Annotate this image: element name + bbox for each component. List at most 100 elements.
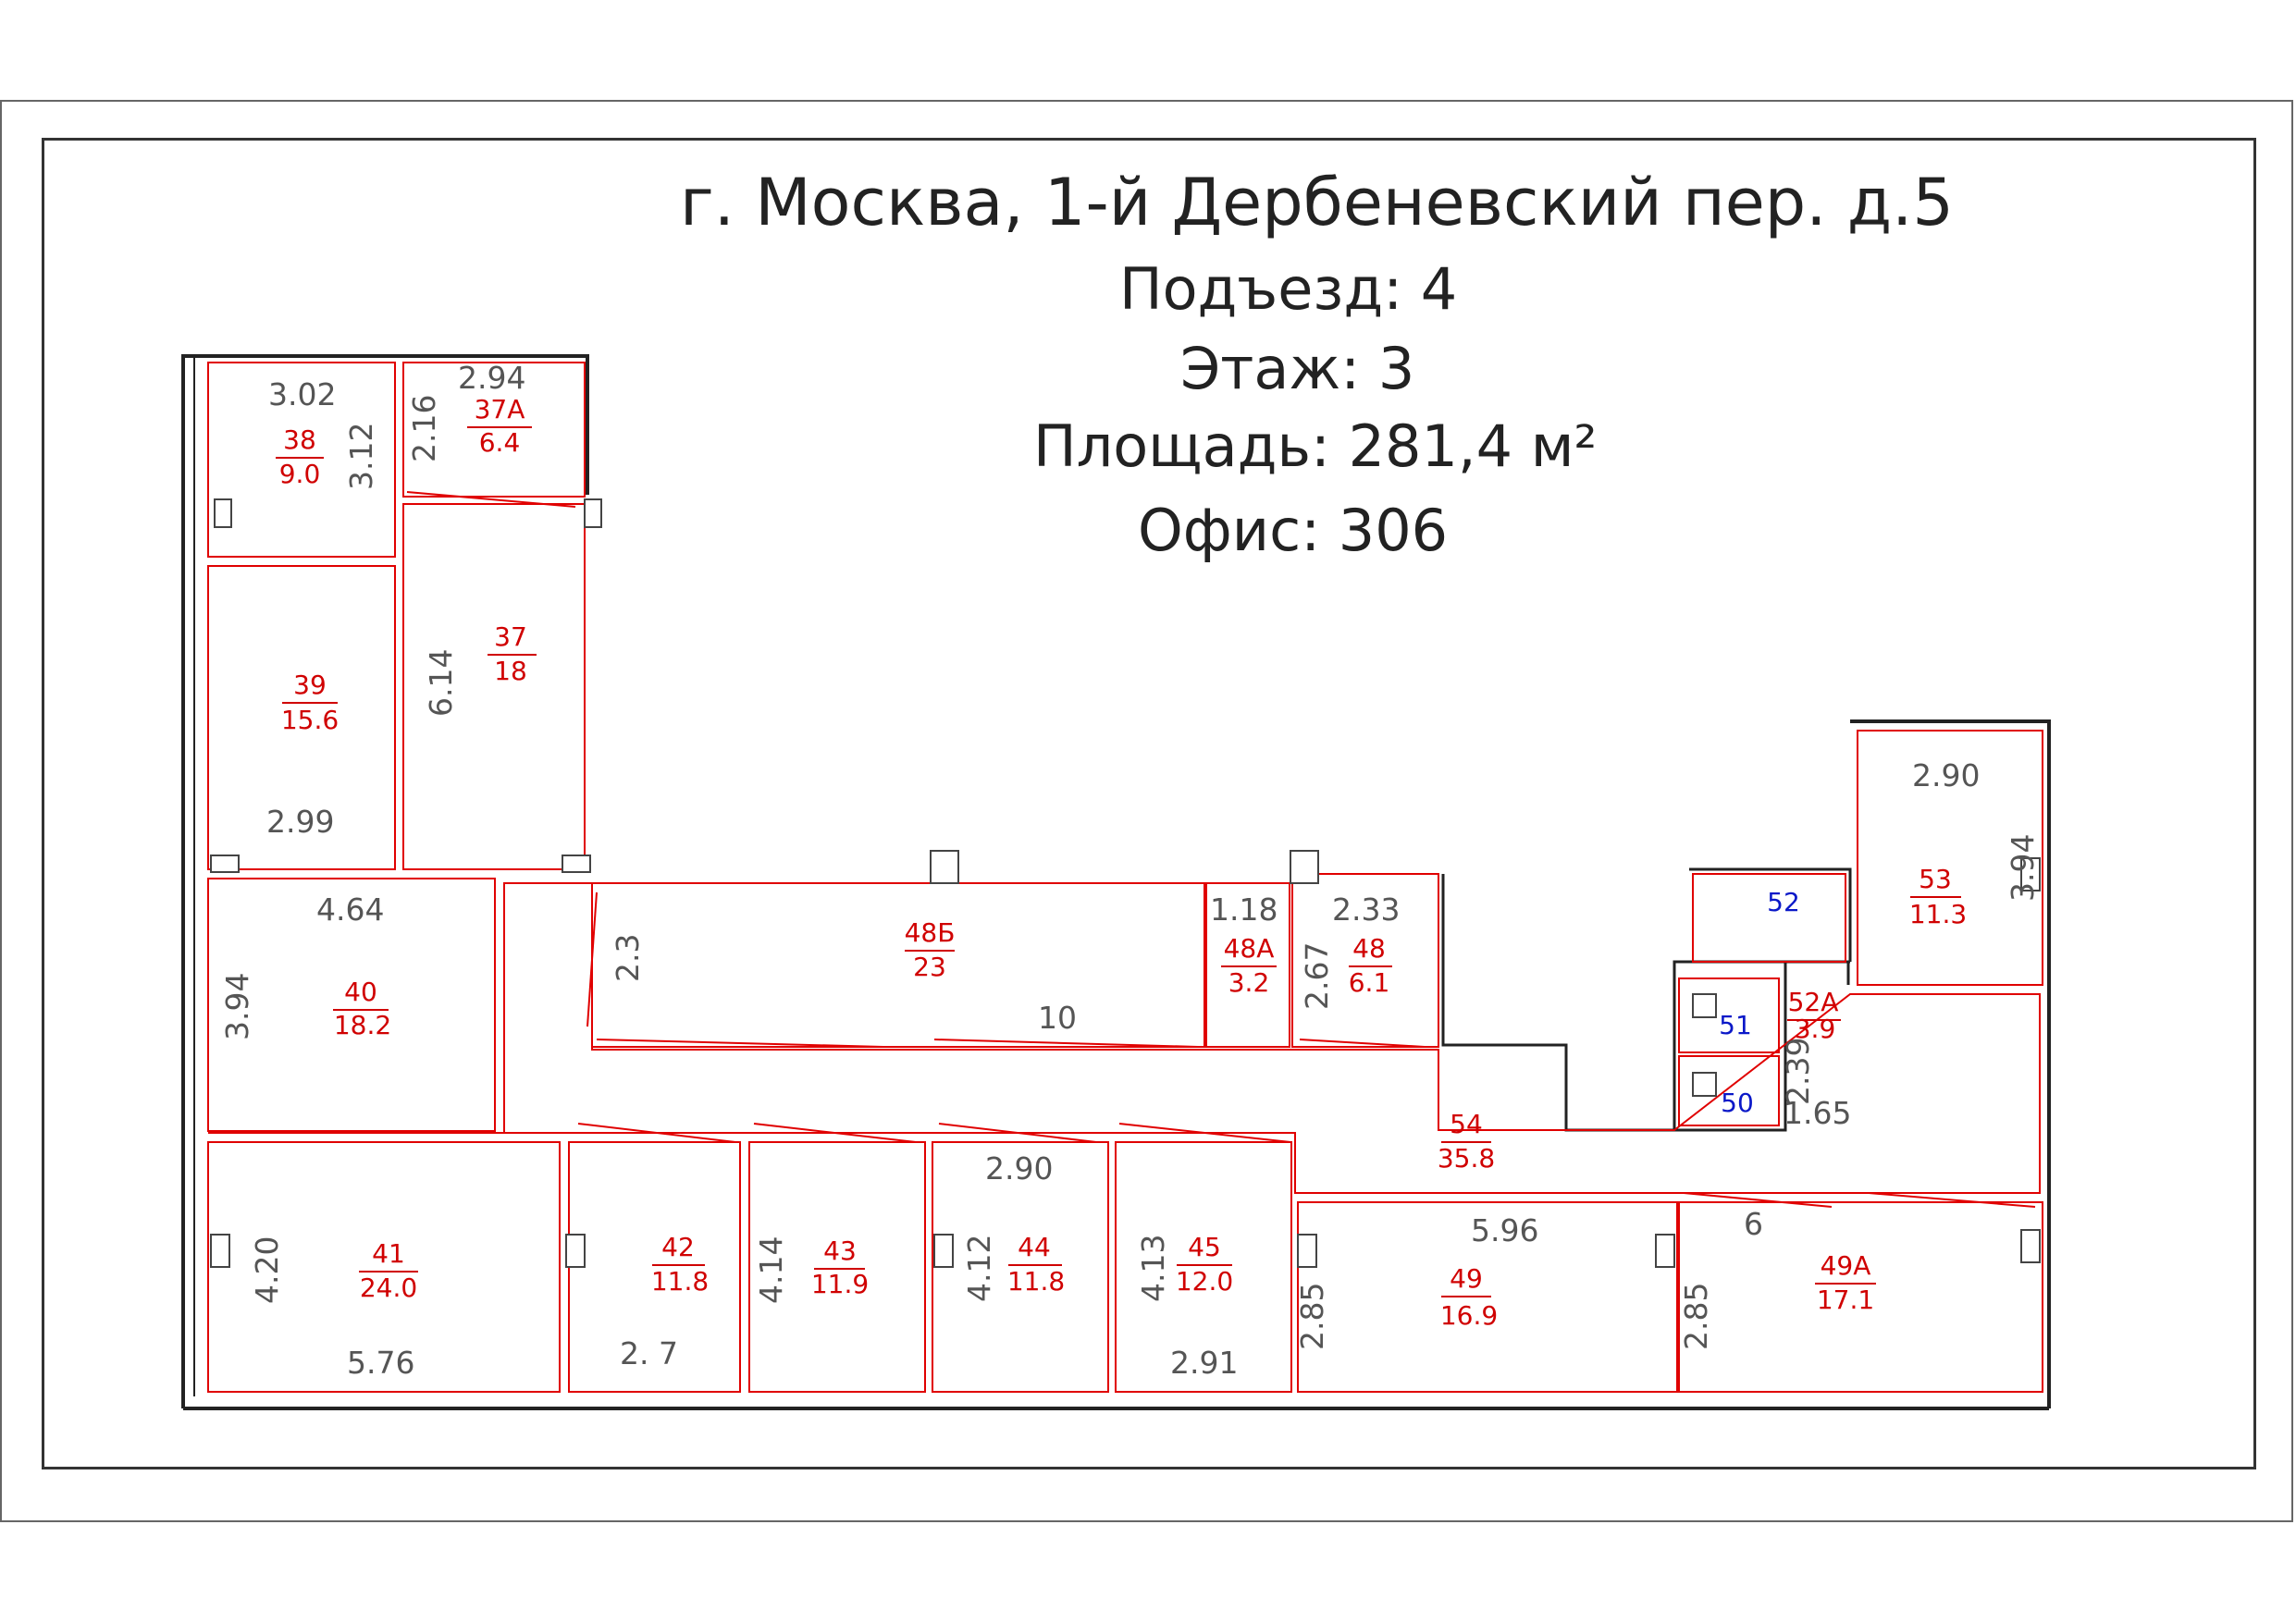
doors <box>406 491 2036 1208</box>
dimension: 2.94 <box>458 360 525 396</box>
room-label: 52А <box>1788 987 1839 1017</box>
dimension: 2. 7 <box>620 1335 678 1371</box>
room-label: 54 <box>1450 1109 1483 1139</box>
marker <box>214 498 232 528</box>
door-43 <box>753 1123 917 1143</box>
office-label: Офис: 306 <box>1138 497 1449 564</box>
area-label: Площадь: 281,4 м² <box>1033 412 1598 480</box>
room-54-outline <box>208 882 2041 1194</box>
room-area: 11.3 <box>1909 899 1967 929</box>
room-48a-outline <box>1205 882 1290 1048</box>
room-area: 24.0 <box>360 1273 417 1303</box>
room-52-outline <box>1692 873 1846 963</box>
dimension: 2.85 <box>1294 1283 1330 1350</box>
dimension: 3.94 <box>219 973 255 1040</box>
exterior-walls <box>181 354 2051 1410</box>
dimension: 4.14 <box>753 1236 789 1304</box>
dimension: 2.16 <box>406 395 442 462</box>
inner-frame <box>42 138 2256 1469</box>
door-48b-side <box>586 891 598 1027</box>
room-label: 41 <box>372 1238 405 1269</box>
room-45-outline <box>1115 1141 1292 1393</box>
dimension: 2.67 <box>1299 942 1335 1010</box>
room-label: 40 <box>344 977 377 1007</box>
room-label: 39 <box>293 670 327 700</box>
marker <box>933 1234 954 1268</box>
dimension: 1.18 <box>1210 891 1278 928</box>
room-area: 12.0 <box>1176 1266 1233 1297</box>
room-label: 44 <box>1018 1232 1051 1262</box>
marker <box>2020 1229 2041 1263</box>
dimension: 4.20 <box>249 1236 285 1304</box>
door-44 <box>938 1123 1097 1143</box>
room-label: 37А <box>475 394 525 424</box>
room-38-outline <box>207 362 396 558</box>
marker <box>562 855 591 873</box>
room-label: 43 <box>823 1236 857 1266</box>
room-label: 48А <box>1224 933 1275 964</box>
dimension: 10 <box>1038 1000 1077 1036</box>
room-37a-outline <box>402 362 586 498</box>
dimension: 2.90 <box>985 1150 1053 1187</box>
dimension: 4.64 <box>316 891 384 928</box>
marker <box>565 1234 586 1268</box>
room-area: 11.8 <box>1007 1266 1065 1297</box>
marker <box>2020 857 2041 891</box>
marker <box>1290 850 1319 884</box>
dimension-labels: 3.02 2.94 3.12 2.16 6.14 2.99 4.64 3.94 … <box>219 360 2041 1381</box>
dimension: 5.96 <box>1471 1212 1538 1248</box>
room-label: 49 <box>1450 1263 1483 1294</box>
door-48b-right <box>933 1039 1199 1048</box>
floor-label: Этаж: 3 <box>1180 335 1415 402</box>
dimension: 2.99 <box>266 804 334 840</box>
room-41-outline <box>207 1141 561 1393</box>
room-44-outline <box>932 1141 1109 1393</box>
room-51-outline <box>1678 977 1780 1053</box>
east-wall <box>1850 719 2051 1408</box>
room-label: 42 <box>661 1232 695 1262</box>
door-49a-right <box>1868 1192 2036 1208</box>
marker <box>1692 993 1717 1018</box>
dimension: 6.14 <box>423 649 459 717</box>
dimension: 6 <box>1744 1206 1763 1242</box>
room-area: 6.1 <box>1349 967 1390 998</box>
room-area: 11.9 <box>811 1269 869 1299</box>
room-label: 49А <box>1821 1250 1871 1281</box>
room-area: 15.6 <box>281 705 339 735</box>
room-50-outline <box>1678 1055 1780 1126</box>
room-area: 17.1 <box>1817 1285 1874 1315</box>
door-49a-left <box>1683 1192 1833 1208</box>
room-area: 18 <box>494 656 527 686</box>
dimension: 3.94 <box>2005 834 2041 902</box>
room-49-outline <box>1297 1201 1678 1393</box>
wet-room-label: 51 <box>1719 1010 1752 1040</box>
west-wall <box>181 354 589 1408</box>
door-42 <box>577 1123 736 1143</box>
room-label: 37 <box>494 621 527 652</box>
marker <box>1692 1072 1717 1097</box>
dimension: 2.91 <box>1170 1345 1238 1381</box>
room-48-outline <box>1291 873 1439 1048</box>
room-area: 16.9 <box>1440 1300 1498 1331</box>
entrance-label: Подъезд: 4 <box>1119 255 1458 323</box>
outer-frame <box>0 100 2293 1522</box>
dimension: 3.12 <box>343 423 379 490</box>
door-48b-left <box>596 1039 884 1048</box>
room-40-outline <box>207 878 496 1132</box>
room-49a-outline <box>1678 1201 2043 1393</box>
dimension: 2.3 <box>610 934 646 982</box>
dimension: 5.76 <box>347 1345 414 1381</box>
door-45 <box>1118 1123 1291 1143</box>
dimension: 1.65 <box>1784 1095 1851 1131</box>
dimension: 2.33 <box>1332 891 1400 928</box>
room-area: 3.2 <box>1228 967 1270 998</box>
room-53-outline <box>1857 730 2043 986</box>
marker <box>1297 1234 1317 1268</box>
dimension: 4.12 <box>961 1235 997 1302</box>
room-labels: 38 9.0 37А 6.4 37 18 39 15.6 40 18.2 48Б… <box>276 394 1967 1331</box>
dimension: 2.39 <box>1780 1038 1816 1105</box>
room-area: 11.8 <box>651 1266 709 1297</box>
room-label: 38 <box>283 424 316 455</box>
room-area: 18.2 <box>334 1010 391 1040</box>
